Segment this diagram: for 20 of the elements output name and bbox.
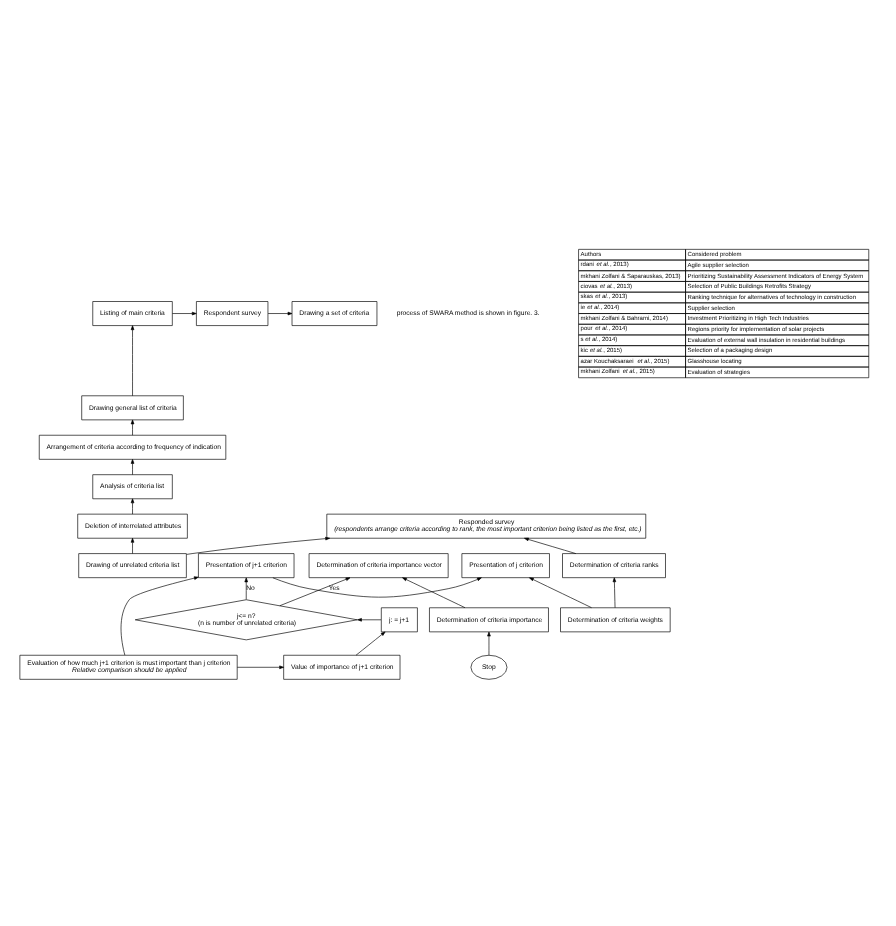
arrow	[487, 631, 491, 656]
arrow	[279, 577, 351, 607]
arrow	[130, 537, 135, 554]
arrow	[402, 577, 466, 608]
arrow	[130, 419, 135, 436]
arrow	[120, 576, 199, 656]
arrow	[130, 325, 135, 397]
arrow	[236, 665, 284, 670]
arrow	[130, 459, 135, 475]
arrow	[529, 577, 592, 608]
arrow	[186, 536, 330, 555]
arrow	[267, 311, 293, 316]
arrow	[272, 577, 482, 598]
arrow	[244, 577, 248, 600]
arrow	[172, 311, 197, 316]
arrow	[355, 631, 386, 656]
arrow	[524, 537, 577, 554]
arrow	[130, 498, 135, 515]
arrow	[357, 618, 382, 622]
arrow	[612, 577, 617, 608]
